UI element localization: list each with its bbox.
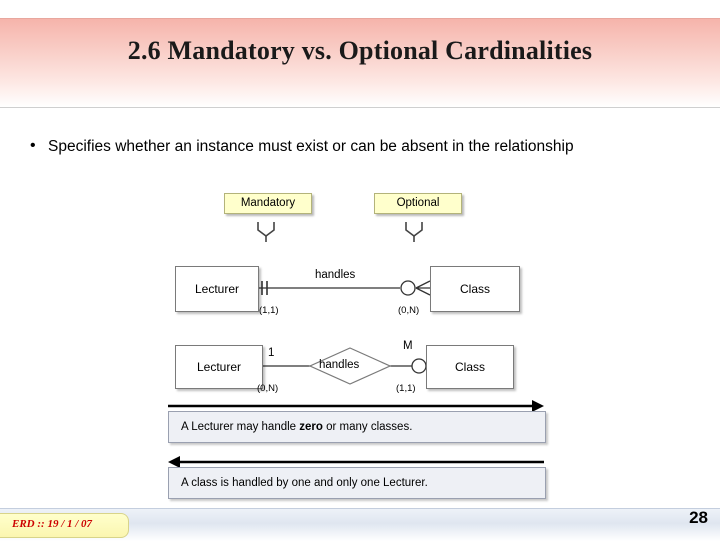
footer-tab (0, 513, 129, 538)
note-1-suffix: or many classes. (322, 421, 413, 433)
note-1-prefix: A Lecturer may handle (181, 421, 300, 433)
cardinality-right-top: (0,N) (398, 305, 420, 316)
footer-label: ERD :: 19 / 1 / 07 (12, 518, 93, 530)
page-number: 28 (689, 508, 708, 527)
cardinality-left-bottom: (0,N) (257, 383, 279, 394)
relationship-label-top: handles (315, 269, 356, 281)
cardinality-right-bottom: (1,1) (396, 383, 416, 394)
degree-left-bottom: 1 (268, 347, 275, 359)
note-2-prefix: A class is handled by one and only one L… (181, 477, 428, 489)
cardinality-left-top: (1,1) (259, 305, 279, 316)
relationship-label-bottom: handles (319, 359, 360, 371)
entity-class-top: Class (430, 266, 520, 312)
tag-mandatory: Mandatory (224, 193, 312, 214)
degree-right-bottom: M (403, 340, 413, 352)
bullet-dot-icon: • (30, 137, 36, 154)
title-banner (0, 18, 720, 108)
page-title: 2.6 Mandatory vs. Optional Cardinalities (127, 36, 593, 65)
tag-optional: Optional (374, 193, 462, 214)
note-box-1: A Lecturer may handle zero or many class… (168, 411, 546, 443)
entity-lecturer-bottom: Lecturer (175, 345, 263, 389)
entity-lecturer-top: Lecturer (175, 266, 259, 312)
note-1-emphasis: zero (299, 421, 323, 433)
bullet-text: Specifies whether an instance must exist… (48, 138, 574, 155)
entity-class-bottom: Class (426, 345, 514, 389)
note-box-2: A class is handled by one and only one L… (168, 467, 546, 499)
bullet-list-item: • Specifies whether an instance must exi… (30, 136, 680, 157)
